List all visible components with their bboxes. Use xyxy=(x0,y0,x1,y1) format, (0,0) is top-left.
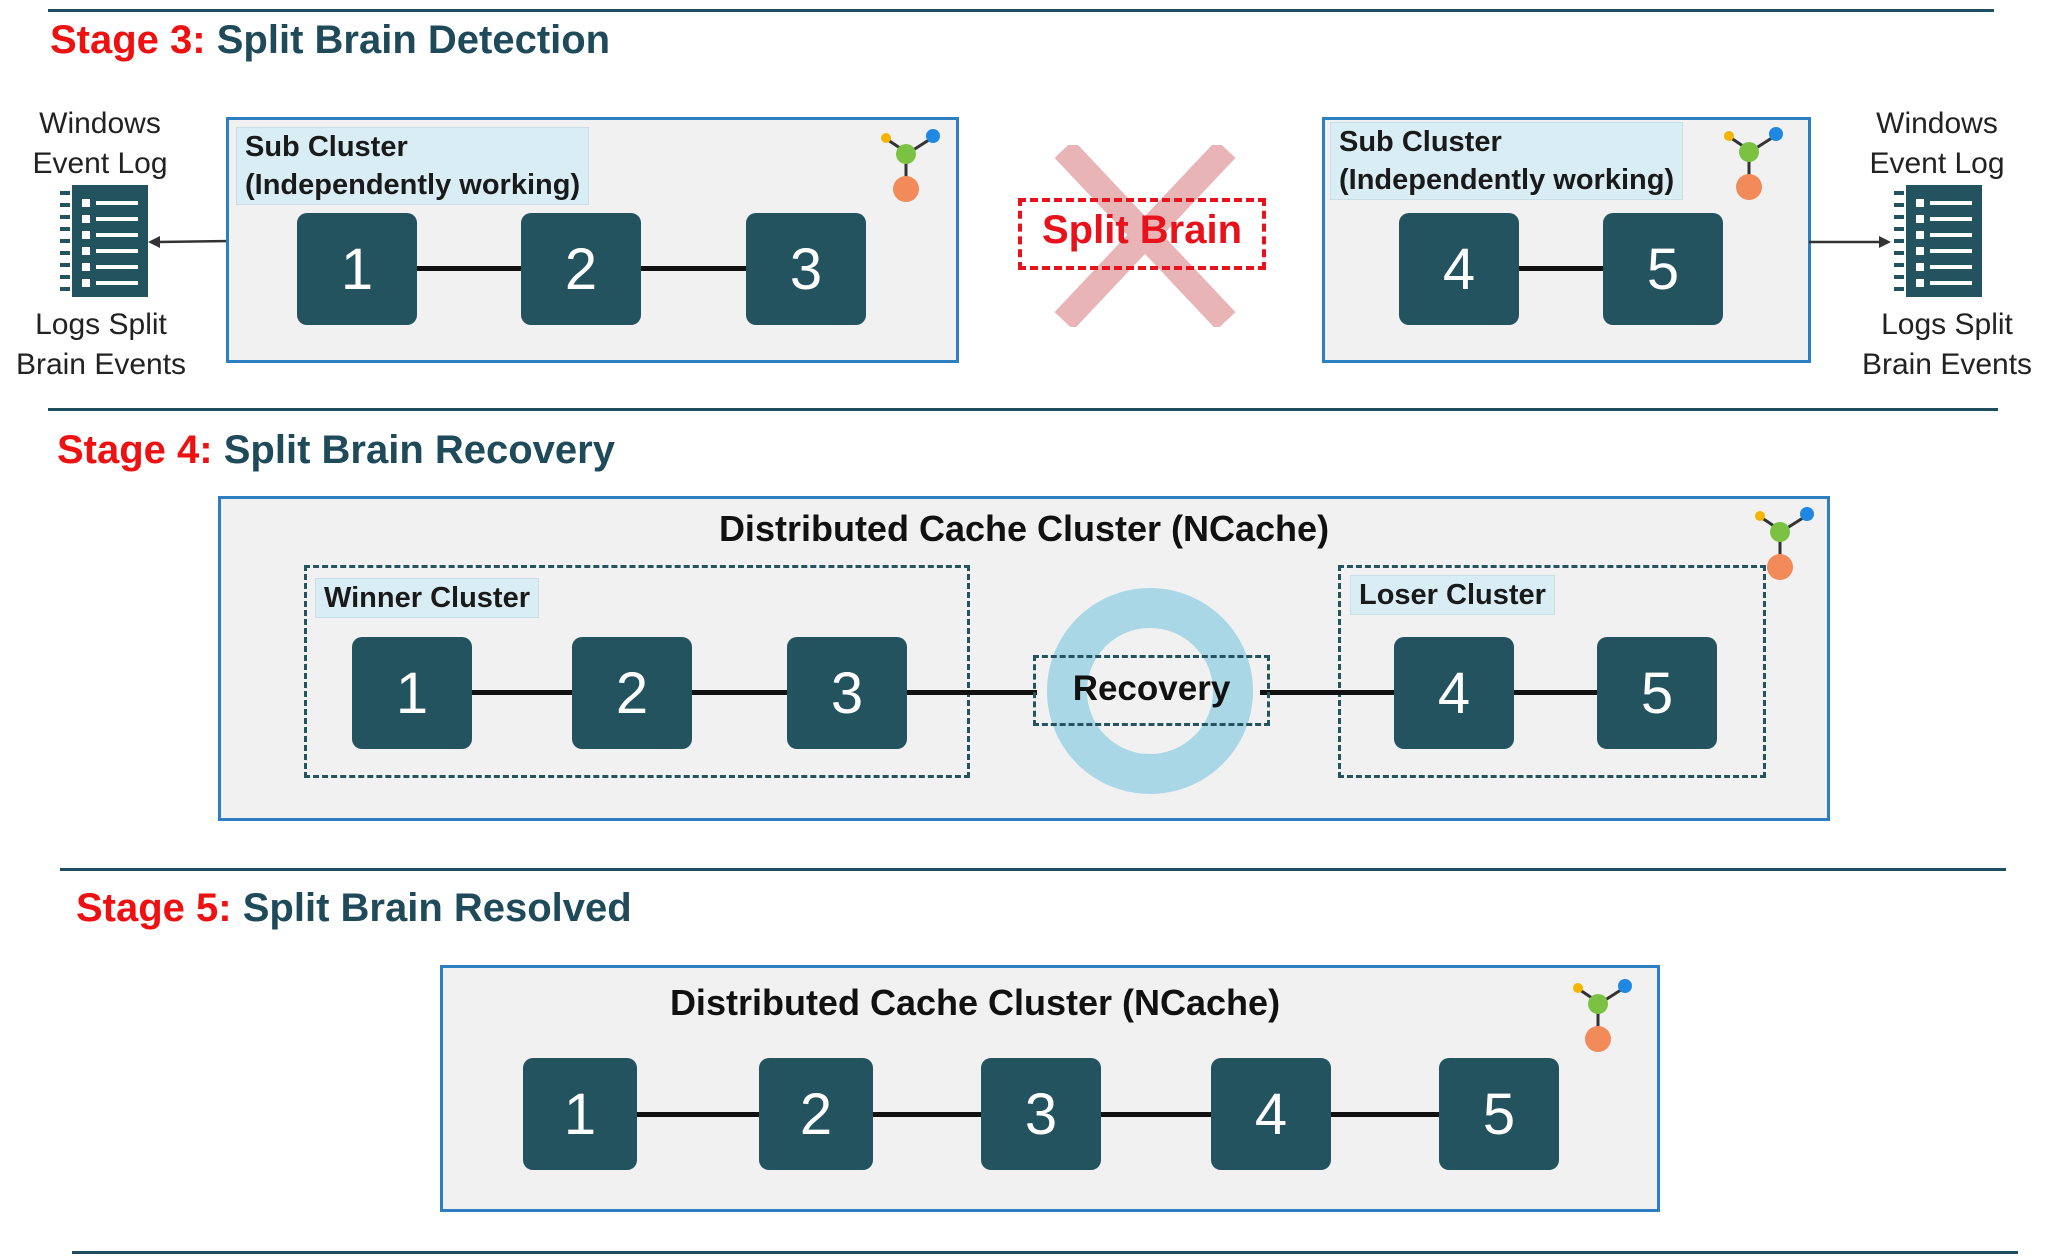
recovery-label: Recovery xyxy=(1072,669,1231,708)
sub-cluster-label-right: Sub Cluster (Independently working) xyxy=(1330,122,1684,200)
logs-split-brain-label-right: Logs Split Brain Events xyxy=(1861,308,2033,381)
cache-node-2: 2 xyxy=(572,637,692,749)
loser-cluster-box xyxy=(1338,565,1766,778)
cache-node-3: 3 xyxy=(746,213,866,325)
loser-cluster-label: Loser Cluster xyxy=(1350,575,1555,615)
x-cross-icon xyxy=(1054,145,1236,327)
connector-2-3 xyxy=(685,690,795,695)
cache-node-3: 3 xyxy=(787,637,907,749)
connector-recovery-4 xyxy=(1260,690,1402,695)
connector-2-3 xyxy=(640,266,750,271)
connector-4-5 xyxy=(1515,266,1625,271)
event-log-icon-left xyxy=(58,185,148,297)
separator-stage4-5 xyxy=(60,868,2006,871)
network-nodes-icon xyxy=(1755,507,1814,580)
connector-1-2 xyxy=(630,1112,765,1117)
stage4-heading: Stage 4: Split Brain Recovery xyxy=(57,428,615,473)
cache-node-4: 4 xyxy=(1394,637,1514,749)
connector-3-recovery xyxy=(905,690,1037,695)
network-nodes-icon xyxy=(1724,127,1783,200)
connector-4-5 xyxy=(1512,690,1622,695)
cache-node-5: 5 xyxy=(1603,213,1723,325)
stage3-number: Stage 3: xyxy=(50,18,206,62)
cache-node-1: 1 xyxy=(297,213,417,325)
arrow-to-log-left xyxy=(148,236,230,248)
cache-node-3: 3 xyxy=(981,1058,1101,1170)
cache-node-5: 5 xyxy=(1439,1058,1559,1170)
stage4-title: Split Brain Recovery xyxy=(223,428,615,472)
cache-node-4: 4 xyxy=(1399,213,1519,325)
separator-bottom xyxy=(72,1251,2018,1254)
separator-top xyxy=(48,9,1994,12)
stage3-title: Split Brain Detection xyxy=(216,18,611,62)
stage4-number: Stage 4: xyxy=(57,428,213,472)
stage5-number: Stage 5: xyxy=(76,886,232,930)
split-brain-label: Split Brain xyxy=(1041,208,1243,252)
event-log-icon-right xyxy=(1892,185,1982,297)
connector-4-5 xyxy=(1327,1112,1447,1117)
windows-event-log-label-right: Windows Event Log xyxy=(1869,107,2005,180)
cache-node-2: 2 xyxy=(521,213,641,325)
logs-split-brain-label-left: Logs Split Brain Events xyxy=(15,308,187,381)
recovery-ring-icon xyxy=(1047,588,1253,794)
cache-node-2: 2 xyxy=(759,1058,873,1170)
sub-cluster-label-left: Sub Cluster (Independently working) xyxy=(236,127,590,205)
connector-3-4 xyxy=(1095,1112,1220,1117)
separator-stage3-4 xyxy=(48,408,1998,411)
windows-event-log-label-left: Windows Event Log xyxy=(32,107,168,180)
stage5-heading: Stage 5: Split Brain Resolved xyxy=(76,886,632,931)
distributed-cache-title-recovery: Distributed Cache Cluster (NCache) xyxy=(718,508,1330,549)
arrow-to-log-right xyxy=(1809,236,1891,248)
connector-1-2 xyxy=(462,690,572,695)
stage5-title: Split Brain Resolved xyxy=(242,886,632,930)
split-brain-dashed-box xyxy=(1018,198,1266,270)
network-nodes-icon xyxy=(881,129,940,202)
cache-node-4: 4 xyxy=(1211,1058,1331,1170)
winner-cluster-box xyxy=(304,565,970,778)
recovery-dashed-box xyxy=(1033,655,1270,726)
winner-cluster-label: Winner Cluster xyxy=(315,578,539,618)
cache-node-5: 5 xyxy=(1597,637,1717,749)
network-nodes-icon xyxy=(1573,979,1632,1052)
connector-2-3 xyxy=(868,1112,988,1117)
cache-node-1: 1 xyxy=(523,1058,637,1170)
stage3-heading: Stage 3: Split Brain Detection xyxy=(50,18,610,63)
connector-1-2 xyxy=(415,266,525,271)
distributed-cache-panel-recovery xyxy=(218,496,1830,821)
cache-node-1: 1 xyxy=(352,637,472,749)
distributed-cache-title-resolved: Distributed Cache Cluster (NCache) xyxy=(669,982,1281,1023)
